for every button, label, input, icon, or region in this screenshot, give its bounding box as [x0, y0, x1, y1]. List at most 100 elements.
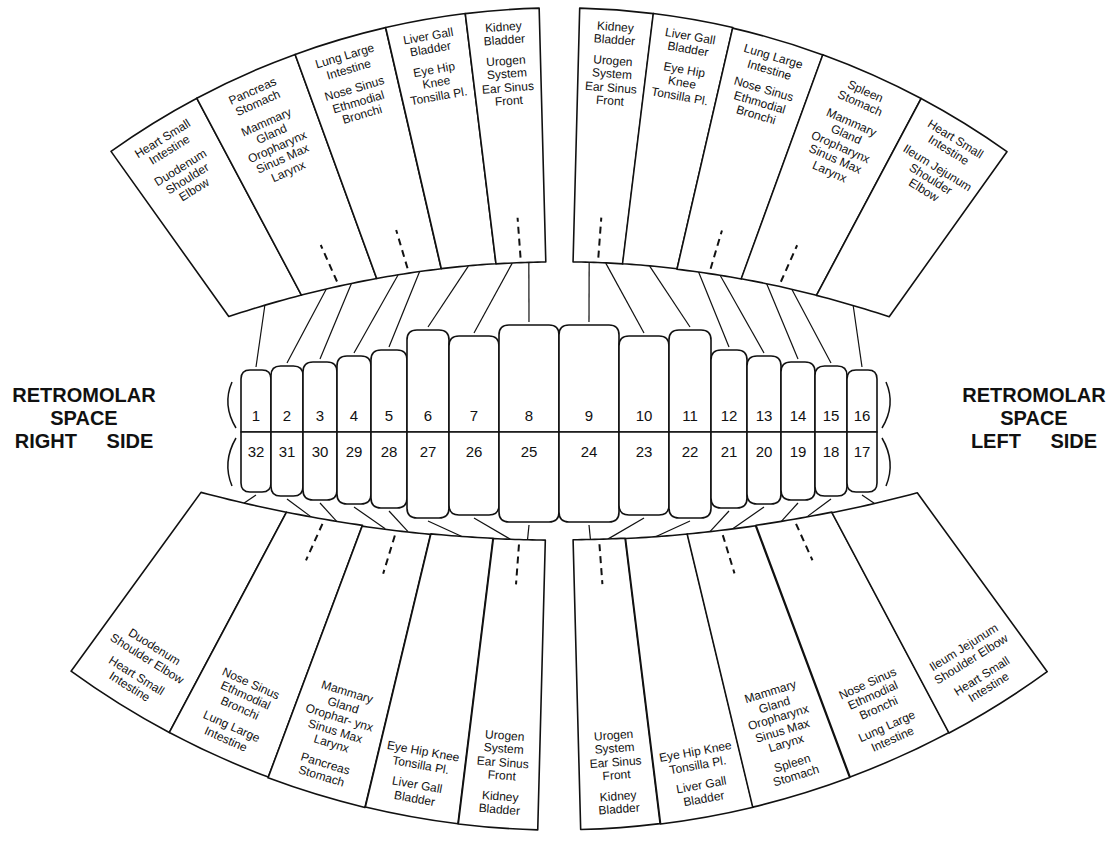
box-text-group: Liver Gall BladderEye Hip Knee Tonsilla … — [648, 25, 722, 109]
tooth-number: 26 — [466, 444, 483, 459]
box-text-group: Kidney BladderUrogen System Ear Sinus Fr… — [582, 19, 643, 110]
box-text-first: Kidney Bladder — [475, 19, 532, 50]
box-border — [465, 7, 558, 266]
upper-tooth — [815, 366, 847, 432]
tooth-number: 32 — [248, 444, 265, 459]
leader-line — [287, 289, 326, 363]
box-text-group: Urogen System Ear Sinus FrontKidney Blad… — [468, 727, 535, 819]
upper-tooth — [371, 350, 407, 432]
upper-tooth — [711, 350, 747, 432]
box-text-second: Urogen System Ear Sinus Front — [582, 53, 641, 111]
leader-line — [710, 511, 729, 532]
upper-tooth — [241, 370, 271, 432]
tooth-number: 4 — [350, 408, 358, 423]
gum-line — [882, 438, 890, 486]
leader-line — [474, 263, 512, 333]
gum-line — [228, 382, 236, 428]
leader-line — [853, 305, 862, 367]
tooth-number: 18 — [823, 444, 840, 459]
box-text-second: Kidney Bladder — [468, 788, 530, 819]
box-text-first: Urogen System Ear Sinus Front — [583, 727, 647, 785]
upper-tooth — [407, 330, 449, 432]
dashed-mark — [516, 544, 519, 584]
tooth-number: 16 — [854, 408, 871, 423]
upper-tooth — [747, 356, 781, 432]
box-text-first: Urogen System Ear Sinus Front — [471, 727, 535, 785]
lower-tooth — [241, 432, 271, 492]
lower-tooth — [711, 432, 747, 508]
dashed-mark — [796, 524, 812, 560]
tooth-number: 19 — [790, 444, 807, 459]
tooth-number: 31 — [279, 444, 296, 459]
upper-tooth — [337, 356, 371, 432]
tooth-number: 1 — [252, 408, 260, 423]
dashed-mark — [306, 524, 322, 560]
tooth-number: 29 — [346, 444, 363, 459]
lower-tooth — [559, 432, 619, 522]
leader-line — [650, 266, 690, 327]
upper-tooth — [781, 362, 815, 432]
box-text-group: Kidney BladderUrogen System Ear Sinus Fr… — [475, 19, 536, 110]
tooth-number: 25 — [521, 444, 538, 459]
lower-tooth — [337, 432, 371, 504]
gum-line — [882, 382, 890, 428]
leader-line — [256, 305, 265, 367]
dashed-mark — [396, 230, 407, 268]
dashed-mark — [517, 218, 520, 258]
lower-tooth — [747, 432, 781, 504]
box-text-group: Eye Hip Knee Tonsilla Pl.Liver Gall Blad… — [656, 739, 742, 812]
tooth-number: 15 — [823, 408, 840, 423]
box-text-second: Kidney Bladder — [588, 788, 650, 819]
tooth-number: 24 — [581, 444, 598, 459]
tooth-number: 27 — [420, 444, 437, 459]
dashed-mark — [598, 218, 601, 258]
tooth-number: 20 — [756, 444, 773, 459]
leader-line — [588, 262, 589, 322]
lower-tooth — [847, 432, 877, 492]
leader-line — [606, 263, 644, 333]
box-text-second: Urogen System Ear Sinus Front — [478, 53, 537, 111]
tooth-number: 8 — [525, 408, 533, 423]
upper-tooth — [499, 325, 559, 432]
leader-line — [862, 495, 874, 503]
box-text-first: Kidney Bladder — [586, 19, 643, 50]
tooth-number: 10 — [636, 408, 653, 423]
box-text-group: Liver Gall BladderEye Hip Knee Tonsilla … — [396, 25, 470, 109]
upper-tooth — [619, 336, 669, 432]
leader-line — [792, 289, 831, 363]
dashed-mark — [321, 245, 337, 282]
dashed-mark — [723, 535, 735, 573]
leader-line — [389, 511, 408, 532]
lower-tooth — [407, 432, 449, 518]
tooth-number: 12 — [721, 408, 738, 423]
leader-line — [589, 525, 590, 540]
lower-tooth — [371, 432, 407, 508]
tooth-number: 9 — [585, 408, 593, 423]
box-border — [817, 460, 1048, 734]
tooth-number: 28 — [381, 444, 398, 459]
lower-tooth — [303, 432, 337, 500]
upper-tooth — [271, 366, 303, 432]
upper-tooth — [669, 330, 711, 432]
leader-line — [720, 275, 764, 353]
lower-tooth — [815, 432, 847, 496]
box-border — [458, 535, 559, 831]
tooth-number: 7 — [470, 408, 478, 423]
lower-tooth — [781, 432, 815, 500]
tooth-number: 5 — [385, 408, 393, 423]
lower-tooth — [271, 432, 303, 496]
tooth-number: 23 — [636, 444, 653, 459]
lower-tooth — [669, 432, 711, 518]
lower-tooth — [449, 432, 499, 515]
tooth-number: 17 — [854, 444, 871, 459]
tooth-number: 22 — [682, 444, 699, 459]
dashed-mark — [711, 230, 722, 268]
leader-line — [428, 266, 468, 327]
box-border — [804, 97, 1008, 341]
leader-line — [244, 495, 256, 503]
tooth-number: 14 — [790, 408, 807, 423]
lower-tooth — [619, 432, 669, 515]
leader-line — [528, 262, 529, 322]
gum-line — [228, 438, 236, 486]
dashed-mark — [781, 245, 797, 282]
